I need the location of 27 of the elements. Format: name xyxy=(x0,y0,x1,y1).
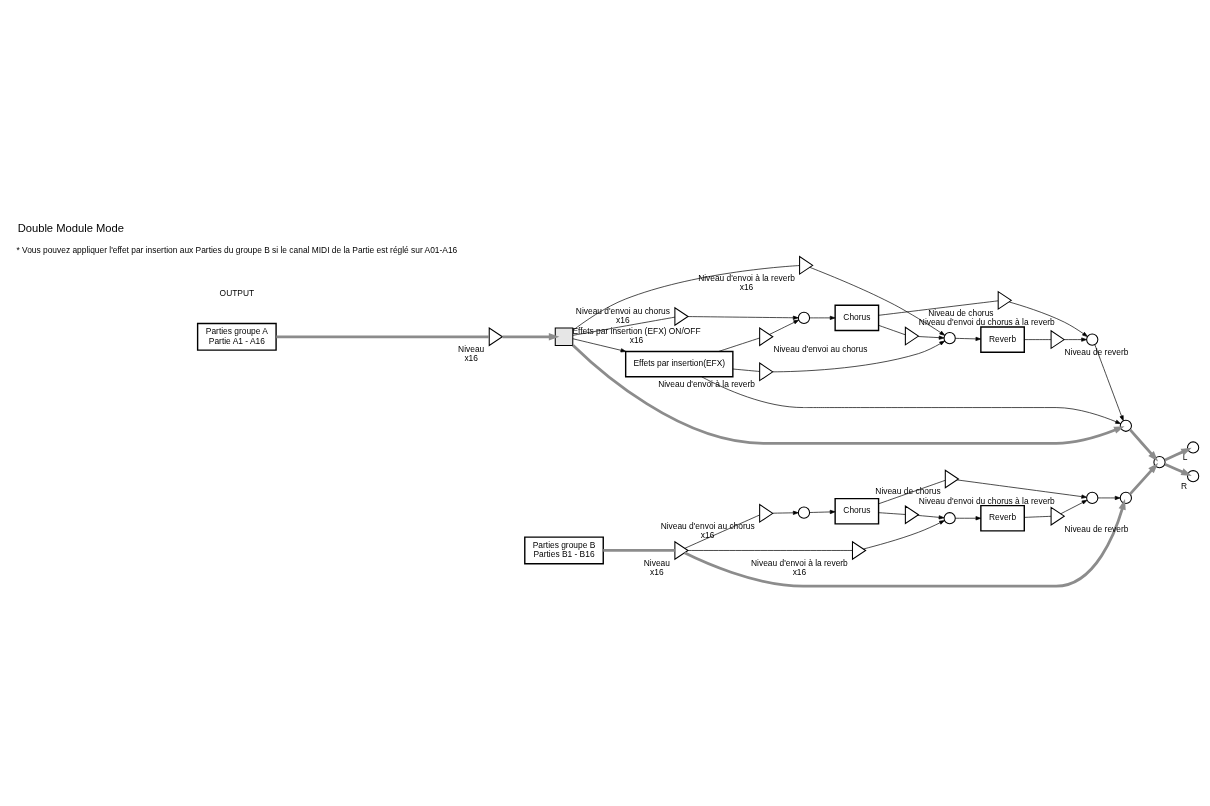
label: OUTPUT xyxy=(219,287,255,298)
node-label: x16 xyxy=(650,567,664,578)
node-label: Niveau d'envoi du chorus à la reverb xyxy=(918,495,1055,506)
node-label: Niveau xyxy=(643,557,670,568)
node-label: R xyxy=(1180,480,1188,491)
node-label: x16 xyxy=(700,529,715,540)
node-label: Niveau xyxy=(458,344,485,355)
node-label: x16 xyxy=(792,567,807,578)
node-label: x16 xyxy=(464,353,478,364)
node-label: x16 xyxy=(739,281,754,292)
diagram-title: Double Module Mode xyxy=(17,221,124,234)
node-label: Niveau d'envoi au chorus xyxy=(575,305,670,316)
node-label: Niveau d'envoi au chorus xyxy=(773,344,868,355)
node-label: Niveau d'envoi du chorus à la reverb xyxy=(918,316,1055,327)
node-label: x16 xyxy=(616,314,630,325)
node-label: Niveau de reverb xyxy=(1064,347,1129,358)
node-label: Niveau d'envoi à la reverb xyxy=(698,272,795,283)
node-label: Niveau d'envoi au chorus xyxy=(660,520,755,531)
node-label: Effets par insertion (EFX) ON/OFF xyxy=(572,326,701,337)
node-label: L xyxy=(1182,451,1188,462)
node-label: Niveau de reverb xyxy=(1064,523,1129,534)
node-label: Niveau d'envoi à la reverb xyxy=(751,557,848,568)
label: * Vous pouvez appliquer l'effet par insertion aux Parties du groupe B si le canal MIDI de la Partie est réglé sur A01-A16 xyxy=(16,244,458,255)
node-label: Niveau d'envoi à la reverb xyxy=(658,379,755,390)
node-label: Niveau de chorus xyxy=(928,307,994,318)
node-label: Niveau de chorus xyxy=(875,486,941,497)
node-label: x16 xyxy=(629,335,644,346)
